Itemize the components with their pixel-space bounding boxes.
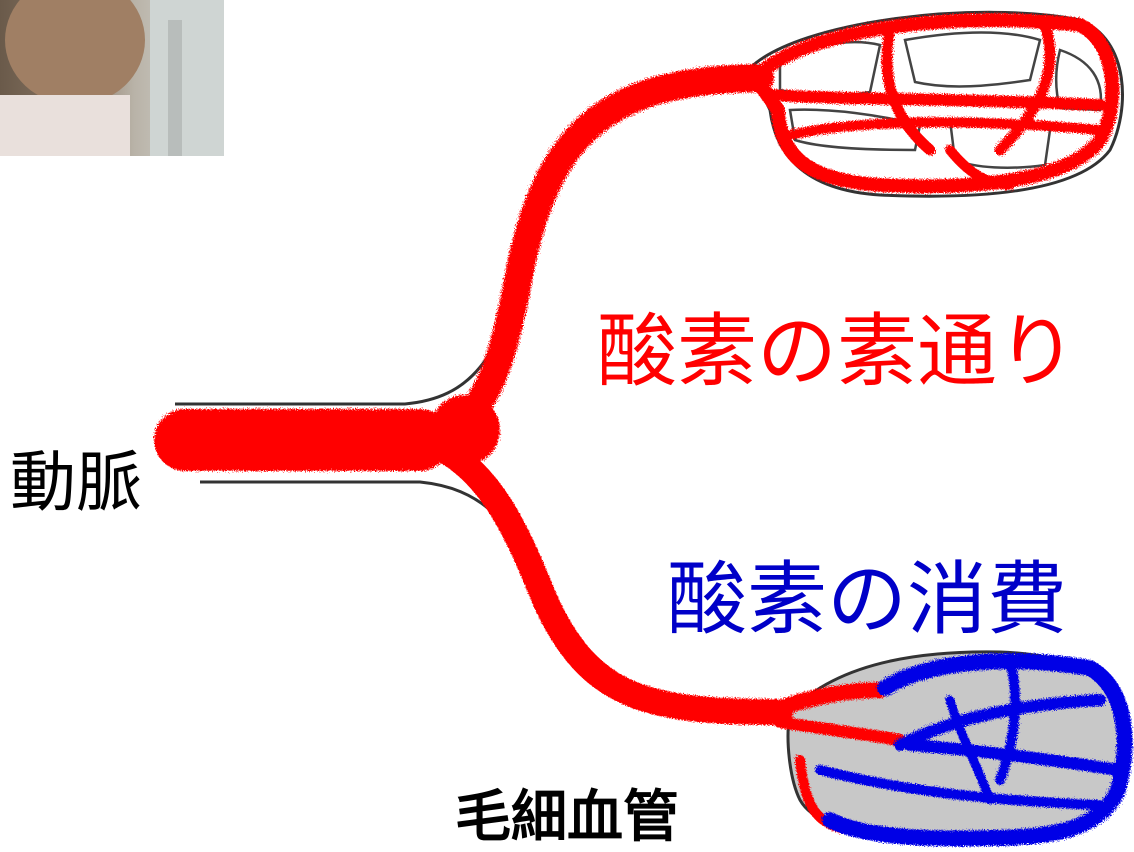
capillary-label: 毛細血管 xyxy=(455,785,679,850)
oxygen-pass-through-label: 酸素の素通り xyxy=(597,305,1077,398)
artery-label: 動脈 xyxy=(10,444,142,521)
oxygenated-blood xyxy=(154,13,1120,835)
deoxygenated-blood xyxy=(815,653,1133,847)
upper-capillary-bed-outline xyxy=(748,10,1124,198)
presenter-image xyxy=(0,0,224,156)
oxygen-consumption-label: 酸素の消費 xyxy=(667,553,1067,646)
presenter-video-thumbnail xyxy=(0,0,224,156)
